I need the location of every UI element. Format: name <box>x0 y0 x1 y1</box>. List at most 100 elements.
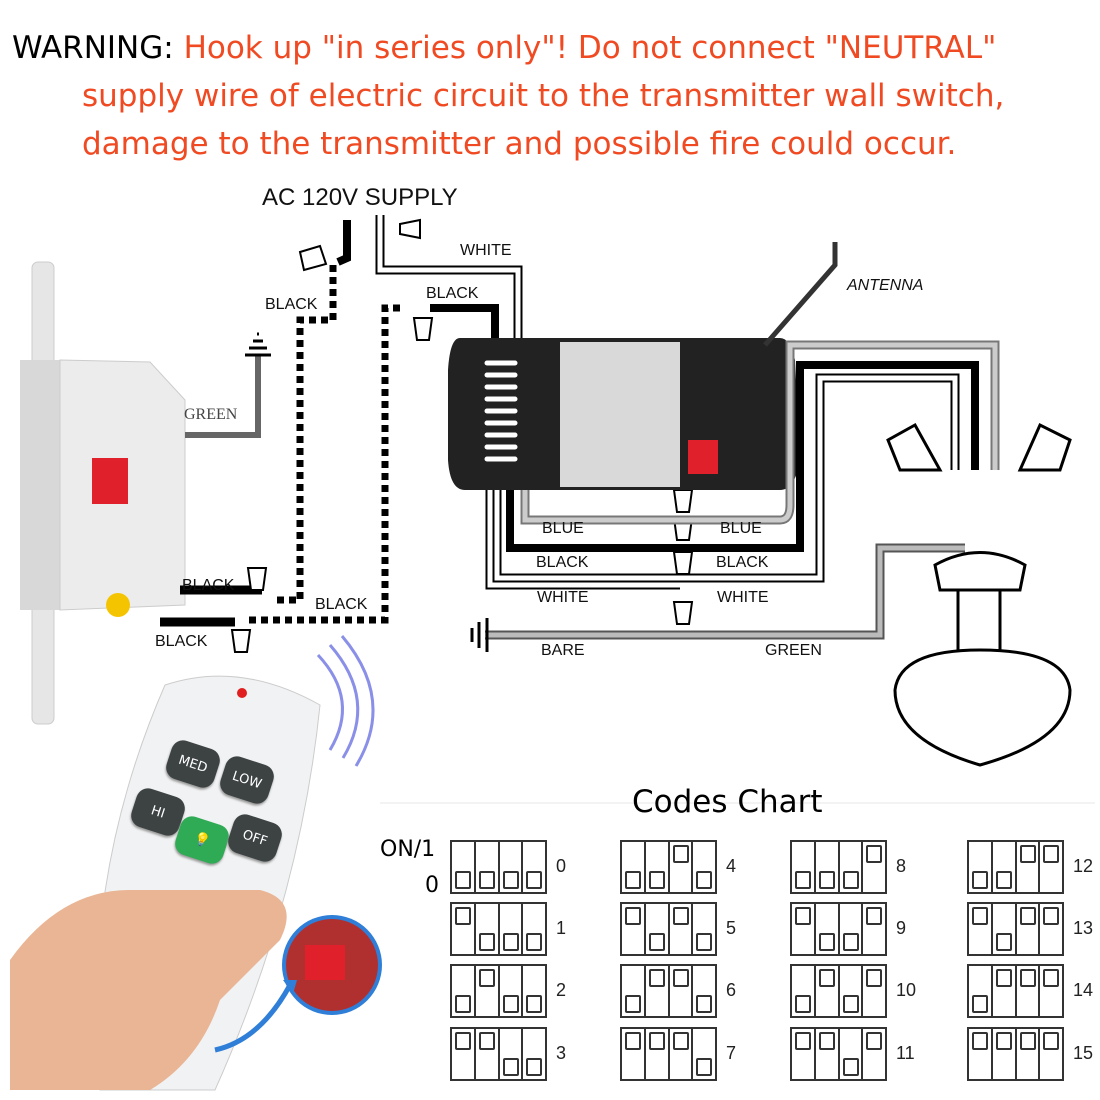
codes-chart-title: Codes Chart <box>632 784 823 820</box>
dip-switch-position <box>840 842 864 892</box>
code-number: 8 <box>896 856 907 876</box>
switch-on-knob <box>625 1032 641 1050</box>
dip-switch-position <box>670 966 694 1016</box>
label-green-right: GREEN <box>765 642 822 659</box>
label-blue-right: BLUE <box>720 520 762 537</box>
switch-off-knob <box>526 933 543 951</box>
switch-off-knob <box>648 933 665 951</box>
dip-switch-position <box>863 966 885 1016</box>
switch-on-knob <box>795 907 811 925</box>
dip-switch-position <box>993 842 1017 892</box>
dip-switch-position <box>622 904 646 954</box>
switch-on-knob <box>795 1032 811 1050</box>
ground-wire <box>185 332 271 438</box>
label-black-switch-3: BLACK <box>155 633 208 650</box>
label-antenna: ANTENNA <box>847 277 924 294</box>
switch-on-knob <box>866 1032 883 1050</box>
dip-switch-position <box>693 842 715 892</box>
dip-switch <box>92 458 128 504</box>
dip-switch-position <box>1040 1029 1062 1079</box>
receiver-module <box>448 242 838 490</box>
dip-switch-position <box>476 904 500 954</box>
switch-off-knob <box>625 871 641 889</box>
dip-switch-diagram <box>620 840 717 894</box>
dip-switch-position <box>523 966 545 1016</box>
switch-off-knob <box>842 995 859 1013</box>
dip-switch-diagram <box>620 902 717 956</box>
label-black-right: BLACK <box>716 554 769 571</box>
dip-switch-position <box>969 904 993 954</box>
dip-switch-diagram <box>967 1027 1064 1081</box>
switch-on-knob <box>1019 845 1036 863</box>
dip-switch-position <box>1040 904 1062 954</box>
switch-on-knob <box>672 969 689 987</box>
code-number: 3 <box>556 1043 567 1063</box>
dip-switch-position <box>840 1029 864 1079</box>
dip-switch-position <box>792 904 816 954</box>
dip-switch-diagram <box>967 902 1064 956</box>
dip-switch-position <box>500 842 524 892</box>
dip-switch-position <box>1040 966 1062 1016</box>
switch-off-knob <box>795 871 811 889</box>
dip-switch-position <box>1040 842 1062 892</box>
switch-off-knob <box>502 995 519 1013</box>
label-black-top-mid: BLACK <box>426 285 479 302</box>
switch-on-knob <box>1019 1032 1036 1050</box>
dip-switch-position <box>523 1029 545 1079</box>
on-label: ON/1 <box>380 837 436 862</box>
code-number: 4 <box>726 856 737 876</box>
switch-off-knob <box>502 871 519 889</box>
code-number: 2 <box>556 980 567 1000</box>
switch-on-knob <box>995 969 1012 987</box>
label-blue-left: BLUE <box>542 520 584 537</box>
switch-on-knob <box>672 907 689 925</box>
switch-on-knob <box>1043 907 1060 925</box>
switch-on-knob <box>995 1032 1012 1050</box>
light-bulb-icon: 💡 <box>191 830 213 850</box>
switch-off-knob <box>502 1058 519 1076</box>
switch-off-knob <box>526 995 543 1013</box>
dip-switch-position <box>993 1029 1017 1079</box>
switch-off-knob <box>842 1058 859 1076</box>
warning-line-3: damage to the transmitter and possible f… <box>82 126 957 162</box>
switch-off-knob <box>696 871 713 889</box>
dip-switch-position <box>1017 842 1041 892</box>
dip-switch-position <box>452 966 476 1016</box>
switch-off-knob <box>455 871 471 889</box>
switch-off-knob <box>696 933 713 951</box>
switch-off-knob <box>648 871 665 889</box>
dip-switch-position <box>792 966 816 1016</box>
dip-switch-diagram <box>967 964 1064 1018</box>
switch-off-knob <box>696 995 713 1013</box>
dip-switch-diagram <box>790 964 887 1018</box>
dip-switch-position <box>693 966 715 1016</box>
dip-switch-position <box>969 842 993 892</box>
dip-switch-position <box>622 966 646 1016</box>
switch-on-knob <box>818 1032 835 1050</box>
switch-on-knob <box>1043 1032 1060 1050</box>
code-number: 15 <box>1073 1043 1094 1063</box>
label-green-ground: GREEN <box>184 406 238 423</box>
label-bare: BARE <box>541 642 585 659</box>
dip-switch-position <box>816 1029 840 1079</box>
switch-on-knob <box>1043 845 1060 863</box>
dip-switch-position <box>792 1029 816 1079</box>
dip-switch-diagram <box>967 840 1064 894</box>
dip-switch-position <box>693 1029 715 1079</box>
switch-on-knob <box>818 969 835 987</box>
dip-switch-position <box>646 904 670 954</box>
antenna-wire <box>763 242 838 347</box>
fan-wires <box>470 340 1000 652</box>
label-white-right: WHITE <box>717 589 769 606</box>
switch-off-knob <box>818 933 835 951</box>
dip-switch-position <box>863 904 885 954</box>
dip-switch-diagram <box>450 902 547 956</box>
label-white-left: WHITE <box>537 589 589 606</box>
dip-switch-diagram <box>620 1027 717 1081</box>
switch-off-knob <box>995 871 1012 889</box>
switch-on-knob <box>648 969 665 987</box>
dip-switch-position <box>452 842 476 892</box>
switch-on-knob <box>672 1032 689 1050</box>
dip-switch-position <box>452 904 476 954</box>
